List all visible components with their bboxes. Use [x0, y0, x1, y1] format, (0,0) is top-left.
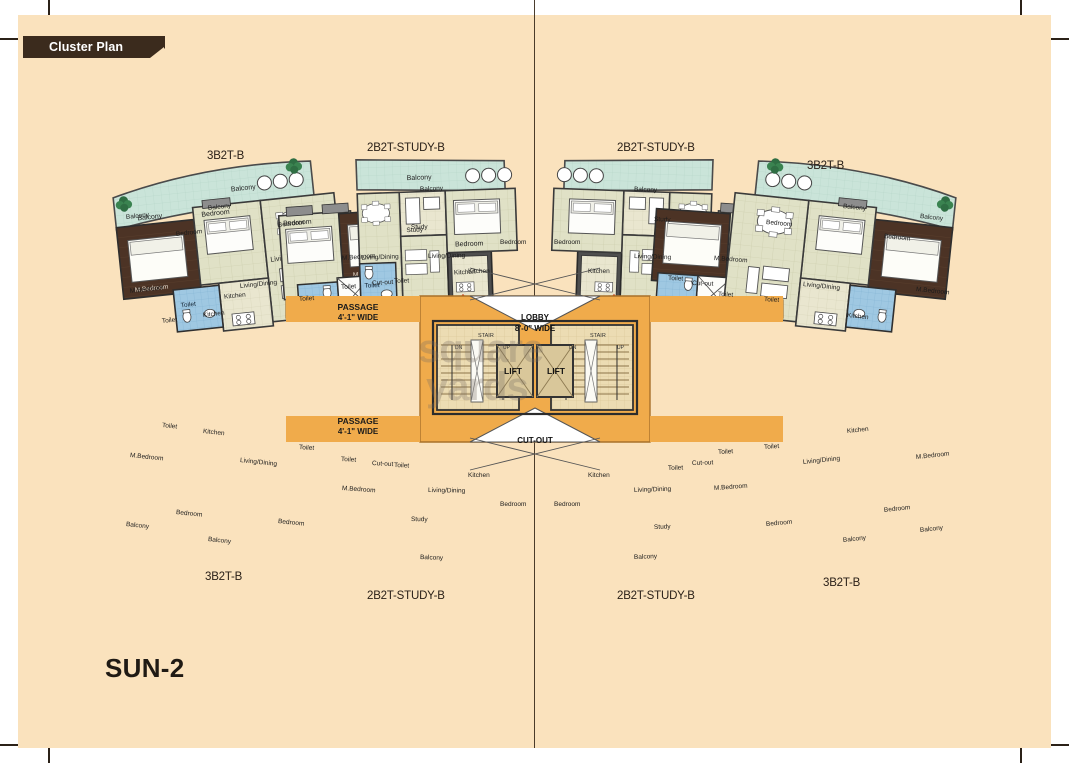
crop-mark-bottom-right-v: [1020, 741, 1022, 763]
unit-type-label: 3B2T-B: [207, 150, 245, 162]
crop-mark-top-left-v: [48, 0, 50, 22]
crop-mark-bottom-left-h: [0, 744, 22, 746]
watermark: square yards: [418, 327, 658, 410]
crop-mark-top-right-v: [1020, 0, 1022, 22]
page-title: SUN-2: [105, 653, 185, 683]
crop-mark-bottom-left-v: [48, 741, 50, 763]
crop-mark-top-left-h: [0, 38, 22, 40]
unit-type-label: 2B2T-STUDY-B: [367, 142, 445, 154]
unit-type-label: 3B2T-B: [807, 160, 845, 172]
crop-mark-bottom-right-h: [1047, 744, 1069, 746]
watermark-line2: yards: [426, 365, 529, 409]
unit-type-label: 3B2T-B: [823, 577, 861, 589]
cluster-plan-label: Cluster Plan: [49, 40, 124, 54]
unit-type-label: 2B2T-STUDY-B: [617, 142, 695, 154]
unit-type-label: 3B2T-B: [205, 571, 243, 583]
unit-type-label: 2B2T-STUDY-B: [367, 590, 445, 602]
banner-fold-corner: [150, 47, 164, 58]
watermark-line1: square: [418, 327, 544, 371]
cluster-plan-banner: Cluster Plan: [23, 36, 163, 58]
crop-mark-top-right-h: [1047, 38, 1069, 40]
unit-type-label: 2B2T-STUDY-B: [617, 590, 695, 602]
